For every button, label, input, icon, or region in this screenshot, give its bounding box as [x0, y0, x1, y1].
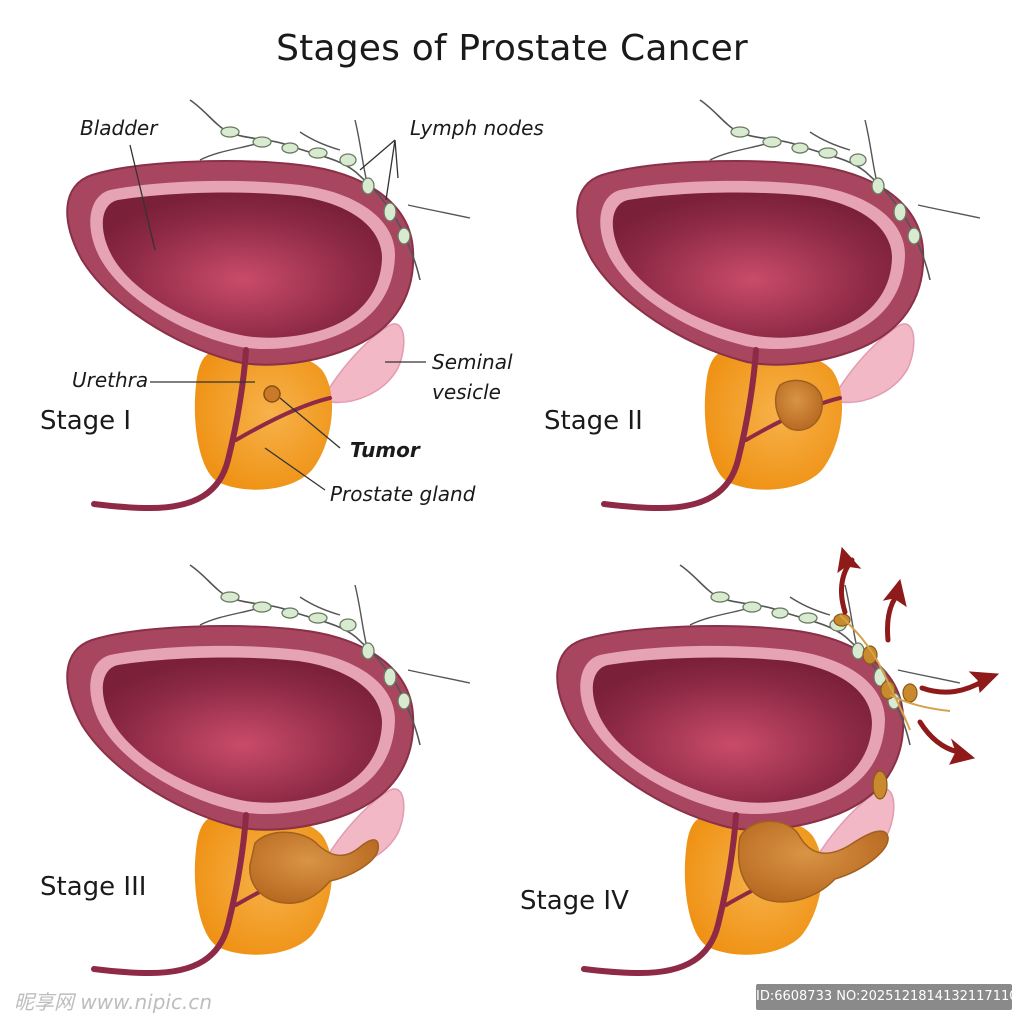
label-prostate-gland: Prostate gland	[330, 482, 476, 506]
panel-stage-4	[557, 565, 960, 973]
label-lymph-nodes: Lymph nodes	[410, 116, 544, 140]
label-tumor: Tumor	[350, 438, 420, 462]
stage-label-2: Stage II	[544, 406, 643, 436]
stage-label-3: Stage III	[40, 872, 147, 902]
affected-lymph-nodes	[833, 613, 918, 800]
tumor-stage-3	[249, 831, 380, 904]
stage-label-1: Stage I	[40, 406, 132, 436]
tumor-stage-4	[737, 820, 889, 903]
label-seminal: Seminal	[432, 350, 513, 374]
panel-stage-1	[67, 100, 470, 508]
label-vesicle: vesicle	[432, 380, 501, 404]
diagram-title: Stages of Prostate Cancer	[276, 28, 748, 69]
label-bladder: Bladder	[80, 116, 158, 140]
panel-stage-2	[577, 100, 980, 508]
leader-lines	[129, 139, 426, 491]
watermark-id-badge: ID:6608733 NO:20251218141321171109	[756, 984, 1024, 1010]
stage-label-4: Stage IV	[520, 886, 629, 916]
label-urethra: Urethra	[72, 368, 149, 392]
panel-stage-3	[67, 565, 470, 973]
tumor-stage-1	[263, 385, 281, 403]
spread-arrows	[837, 546, 1000, 765]
watermark-left: 昵享网 www.nipic.cn	[14, 990, 213, 1014]
tumor-stage-2	[774, 379, 823, 431]
